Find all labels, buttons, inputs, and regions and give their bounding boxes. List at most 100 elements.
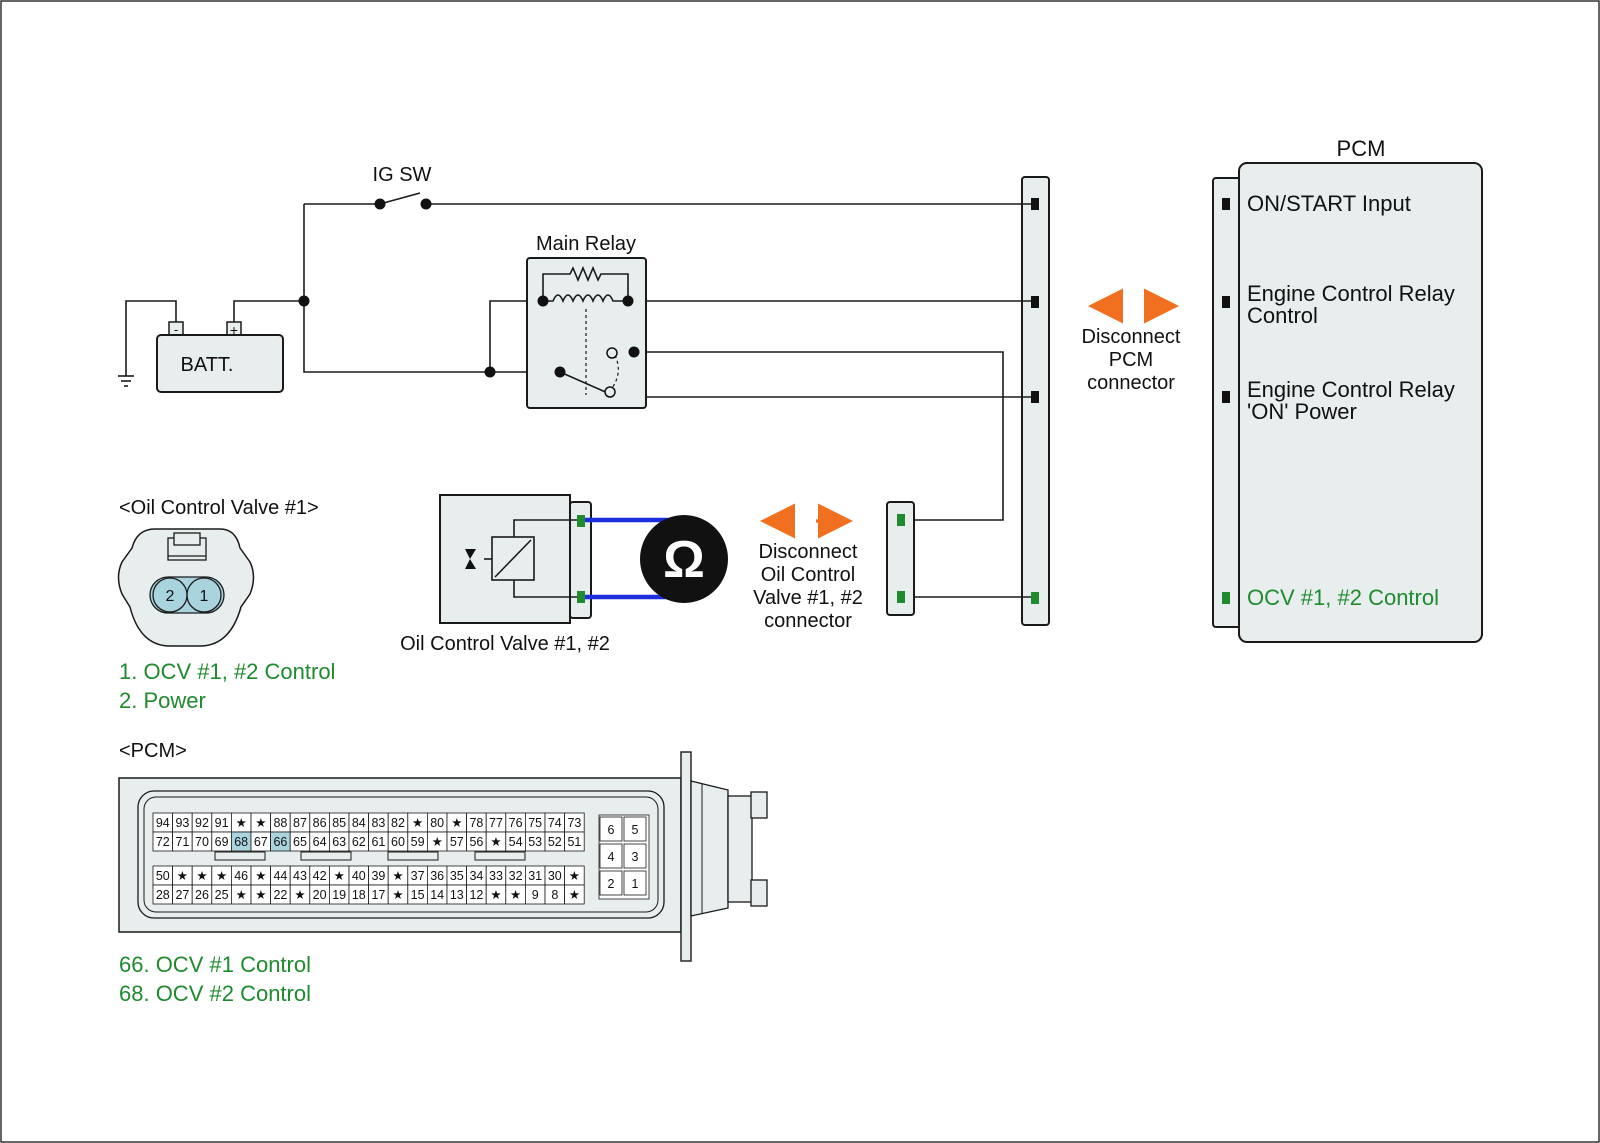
harness-pin-2 (1031, 296, 1039, 308)
battery-label: BATT. (181, 354, 234, 376)
pcm-pin-label: ★ (412, 816, 423, 830)
pcm-pin-label: ★ (255, 888, 266, 902)
pcm-pin-label: ★ (392, 869, 403, 883)
pcm-pin-label: 28 (156, 888, 170, 902)
pcm-pin-label: ★ (490, 888, 501, 902)
pcm-pin-label: 67 (254, 835, 268, 849)
pcm-pin-label: 82 (391, 816, 405, 830)
pcm-body (1238, 162, 1483, 643)
pcm-label-ecr-control-1: Engine Control Relay (1247, 281, 1455, 306)
pcm-pin-label: 19 (332, 888, 346, 902)
pcm-pin-label: 34 (469, 869, 483, 883)
pcm-pin-label: 14 (430, 888, 444, 902)
pcm-pin-label: 83 (371, 816, 385, 830)
pcm-small-pin-label: 5 (632, 823, 639, 837)
pcm-label-ecr-power-1: Engine Control Relay (1247, 377, 1455, 402)
pcm-pin-label: 40 (352, 869, 366, 883)
pcm-pin-label: 42 (313, 869, 327, 883)
pcm-pin-label: ★ (255, 869, 266, 883)
pcm-pin-label: 54 (509, 835, 523, 849)
pcm-pin-label: ★ (392, 888, 403, 902)
ocv-connector-pin-1: 1 (200, 588, 209, 605)
pcm-legend-2: 68. OCV #2 Control (119, 981, 311, 1006)
disconnect-ocv-text-2: Oil Control (761, 564, 855, 586)
pcm-pin-label: 77 (489, 816, 503, 830)
battery-minus: - (174, 322, 178, 337)
pcm-pin-label: 9 (532, 888, 539, 902)
harness-ocv-connector (886, 501, 915, 616)
pcm-pin-label: 17 (371, 888, 385, 902)
pcm-pin-label: ★ (177, 869, 188, 883)
ocv-connector-pin-2: 2 (166, 588, 175, 605)
ohmmeter: Ω (585, 515, 728, 603)
pcm-pin-label: 59 (411, 835, 425, 849)
disconnect-pcm-text-3: connector (1087, 372, 1175, 394)
pcm-pin-label: 92 (195, 816, 209, 830)
pcm-pin-label: ★ (510, 888, 521, 902)
pcm-pin-label: 36 (430, 869, 444, 883)
pcm-pin-label: 62 (352, 835, 366, 849)
pcm-pin-label: 20 (313, 888, 327, 902)
pcm-label-ocv-control: OCV #1, #2 Control (1247, 585, 1439, 610)
battery: - + BATT. (156, 321, 284, 393)
pcm-pin-label: 70 (195, 835, 209, 849)
ocv-connector-view: <Oil Control Valve #1> 2 1 1. OCV #1, #2… (117, 497, 335, 713)
pcm-pin-label: ★ (236, 888, 247, 902)
main-relay-label: Main Relay (536, 233, 636, 255)
pcm-pin-label: 27 (175, 888, 189, 902)
pcm-small-pin-cell (599, 870, 623, 896)
pcm-pin-label: 25 (215, 888, 229, 902)
pcm-pin-label: 76 (509, 816, 523, 830)
pcm-pin-label: 61 (371, 835, 385, 849)
pcm-connector-title: <PCM> (119, 740, 187, 762)
pcm-pin-label: 12 (469, 888, 483, 902)
pcm-pin-label: 75 (528, 816, 542, 830)
pcm-small-pin-cell (599, 816, 623, 842)
pcm-pin-label: ★ (490, 835, 501, 849)
pcm-small-pin-cell (623, 843, 647, 869)
ocv-legend-2: 2. Power (119, 688, 206, 713)
disconnect-ocv-indicator: Disconnect Oil Control Valve #1, #2 conn… (753, 503, 863, 632)
pcm-pin-label: 64 (313, 835, 327, 849)
disconnect-pcm-text-2: PCM (1109, 349, 1153, 371)
pcm-pin-label: 73 (567, 816, 581, 830)
main-relay: Main Relay (526, 233, 647, 409)
pcm-module: PCM ON/START Input Engine Control Relay … (1212, 136, 1483, 643)
disconnect-ocv-text-1: Disconnect (759, 541, 858, 563)
pcm-pin-label: 93 (175, 816, 189, 830)
ocv-component: Oil Control Valve #1, #2 (400, 494, 610, 655)
pcm-pin-label: 51 (567, 835, 581, 849)
harness-pcm-connector (1021, 176, 1050, 626)
pcm-pin-label: 56 (469, 835, 483, 849)
pcm-pin-label: ★ (569, 869, 580, 883)
pcm-pin-label: ★ (432, 835, 443, 849)
pcm-pin-label: 50 (156, 869, 170, 883)
disconnect-pcm-indicator: Disconnect PCM connector (1082, 288, 1181, 394)
ocv-component-label: Oil Control Valve #1, #2 (400, 633, 610, 655)
pcm-pin-label: 57 (450, 835, 464, 849)
pcm-pin-label: 8 (551, 888, 558, 902)
pcm-pin-label: 84 (352, 816, 366, 830)
ocv-pin-2 (577, 591, 585, 603)
pcm-pin-label: 43 (293, 869, 307, 883)
pcm-pin-label: 65 (293, 835, 307, 849)
pcm-pin-label: 30 (548, 869, 562, 883)
pcm-pin-label: ★ (216, 869, 227, 883)
pcm-small-pin-label: 6 (608, 823, 615, 837)
pcm-pin-label: 78 (469, 816, 483, 830)
pcm-pin-label: 88 (273, 816, 287, 830)
ig-sw-label: IG SW (373, 164, 432, 186)
pcm-pin-label: 60 (391, 835, 405, 849)
pcm-pin-label: 63 (332, 835, 346, 849)
pcm-legend-1: 66. OCV #1 Control (119, 952, 311, 977)
pcm-small-pin-label: 4 (608, 850, 615, 864)
pcm-label-on-start: ON/START Input (1247, 191, 1411, 216)
pcm-label-ecr-power-2: 'ON' Power (1247, 399, 1357, 424)
pcm-pin-label: ★ (334, 869, 345, 883)
pcm-pin-label: 72 (156, 835, 170, 849)
pcm-pin-label: 69 (215, 835, 229, 849)
